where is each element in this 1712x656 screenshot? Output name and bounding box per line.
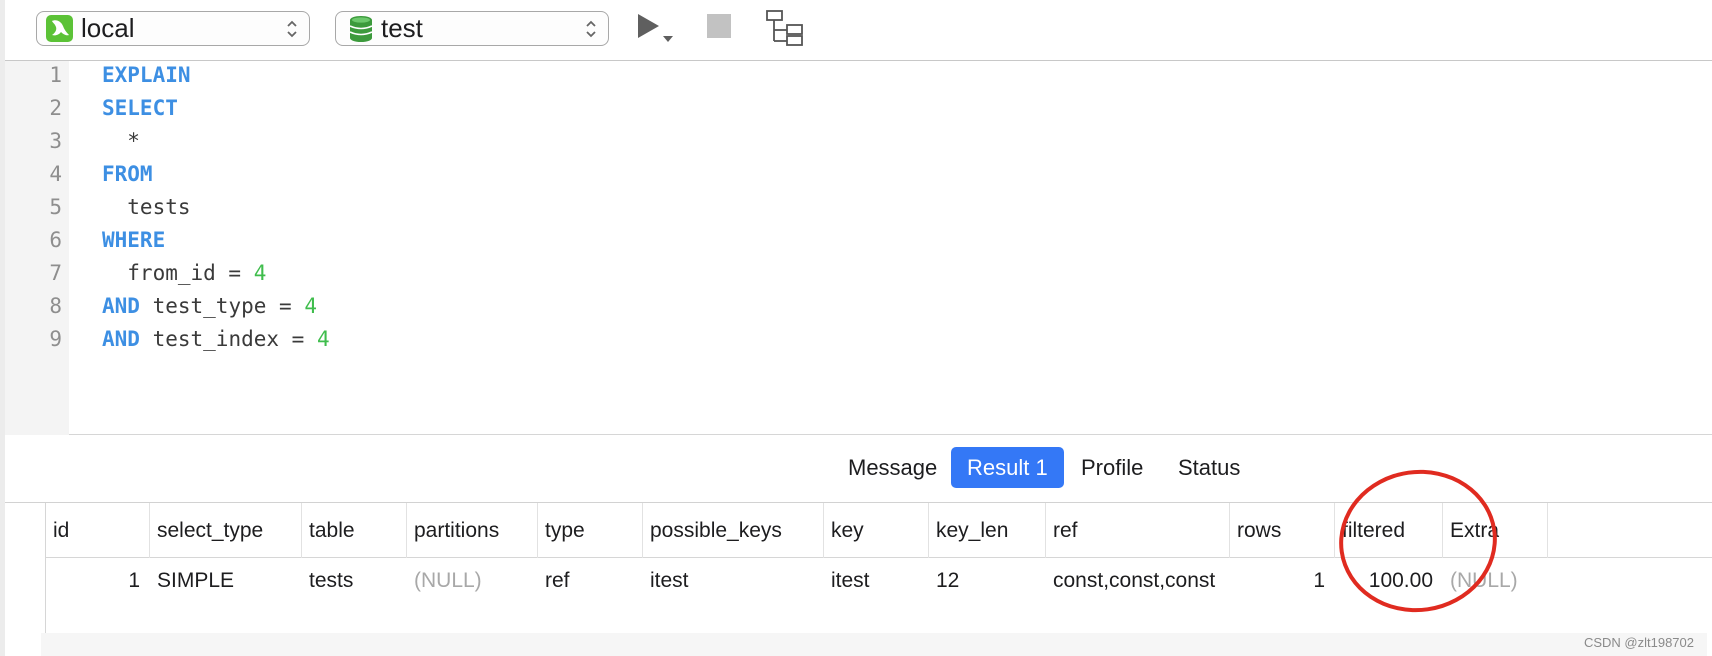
line-number: 5 bbox=[49, 195, 62, 219]
cell-id[interactable]: 1 bbox=[128, 569, 140, 592]
line-number: 9 bbox=[49, 327, 62, 351]
toolbar: local test bbox=[5, 0, 1712, 61]
select-chevrons-icon bbox=[586, 20, 596, 38]
sql-keyword: FROM bbox=[102, 162, 153, 186]
sql-keyword: SELECT bbox=[102, 96, 178, 120]
code-text: AND test_type = 4 bbox=[102, 288, 317, 324]
table-row[interactable]: 1 SIMPLE tests (NULL) ref itest itest 12… bbox=[46, 558, 1712, 604]
column-header-select-type[interactable]: select_type bbox=[150, 503, 302, 558]
result-tabbar: Message Result 1 Profile Status bbox=[5, 435, 1712, 503]
play-icon bbox=[638, 14, 673, 42]
cell-filtered[interactable]: 100.00 bbox=[1368, 569, 1433, 592]
database-label: test bbox=[381, 13, 423, 43]
sql-text: from_id = bbox=[102, 261, 254, 285]
sql-keyword: AND bbox=[102, 327, 140, 351]
code-text: * bbox=[102, 123, 140, 159]
select-chevrons-icon bbox=[287, 20, 297, 38]
watermark: CSDN @zlt198702 bbox=[1583, 635, 1694, 650]
sql-number: 4 bbox=[253, 261, 267, 285]
column-header-rows[interactable]: rows bbox=[1230, 503, 1335, 558]
line-number: 1 bbox=[49, 63, 62, 87]
column-header-key[interactable]: key bbox=[824, 503, 929, 558]
column-header-ref[interactable]: ref bbox=[1046, 503, 1230, 558]
line-number: 4 bbox=[49, 162, 62, 186]
sql-keyword: AND bbox=[102, 294, 140, 318]
left-edge-strip bbox=[0, 0, 5, 656]
tree-icon bbox=[766, 10, 803, 46]
code-text: from_id = 4 bbox=[102, 255, 266, 291]
tab-result-1[interactable]: Result 1 bbox=[951, 447, 1064, 488]
code-text: WHERE bbox=[102, 222, 165, 258]
cell-type[interactable]: ref bbox=[545, 569, 570, 592]
run-button[interactable] bbox=[635, 8, 677, 53]
cell-ref[interactable]: const,const,const bbox=[1053, 569, 1216, 592]
code-text: tests bbox=[102, 189, 191, 225]
code-line[interactable]: 8 AND test_type = 4 bbox=[5, 288, 1705, 324]
column-header-type[interactable]: type bbox=[538, 503, 643, 558]
sql-text: test_type = bbox=[139, 294, 305, 318]
code-line[interactable]: 2 SELECT bbox=[5, 90, 1705, 126]
sql-number: 4 bbox=[316, 327, 330, 351]
line-number: 3 bbox=[49, 129, 62, 153]
cell-table[interactable]: tests bbox=[309, 569, 354, 592]
explain-tree-button[interactable] bbox=[766, 10, 804, 51]
column-header-partitions[interactable]: partitions bbox=[407, 503, 538, 558]
result-grid: id select_type table partitions type pos… bbox=[5, 503, 1712, 656]
line-number-gutter bbox=[5, 61, 69, 435]
sql-text: tests bbox=[102, 195, 191, 219]
code-text: FROM bbox=[102, 156, 153, 192]
tab-message[interactable]: Message bbox=[848, 455, 938, 480]
tab-profile[interactable]: Profile bbox=[1081, 455, 1144, 480]
code-line[interactable]: 5 tests bbox=[5, 189, 1705, 225]
cell-partitions[interactable]: (NULL) bbox=[414, 569, 482, 592]
code-text: AND test_index = 4 bbox=[102, 321, 330, 357]
code-line[interactable]: 6 WHERE bbox=[5, 222, 1705, 258]
sql-keyword: EXPLAIN bbox=[102, 63, 191, 87]
code-line[interactable]: 1 EXPLAIN bbox=[5, 57, 1705, 93]
cell-rows[interactable]: 1 bbox=[1313, 569, 1325, 592]
cell-key-len[interactable]: 12 bbox=[936, 569, 960, 592]
line-number: 6 bbox=[49, 228, 62, 252]
cell-key[interactable]: itest bbox=[831, 569, 870, 592]
sql-number: 4 bbox=[304, 294, 317, 318]
code-text: SELECT bbox=[102, 90, 178, 126]
sql-keyword: WHERE bbox=[102, 228, 166, 252]
connection-select[interactable]: local bbox=[36, 11, 310, 46]
sql-text: test_index = bbox=[139, 327, 317, 351]
stop-button[interactable] bbox=[707, 14, 731, 43]
cell-possible-keys[interactable]: itest bbox=[650, 569, 689, 592]
grid-empty-area bbox=[41, 633, 1707, 656]
row-header-column bbox=[5, 503, 46, 656]
column-header-filtered[interactable]: filtered bbox=[1335, 503, 1443, 558]
column-header-id[interactable]: id bbox=[46, 503, 150, 558]
database-icon bbox=[349, 15, 373, 42]
code-line[interactable]: 4 FROM bbox=[5, 156, 1705, 192]
cell-select-type[interactable]: SIMPLE bbox=[157, 569, 235, 592]
line-number: 8 bbox=[49, 294, 62, 318]
code-line[interactable]: 9 AND test_index = 4 bbox=[5, 321, 1705, 357]
tab-status[interactable]: Status bbox=[1178, 455, 1241, 480]
column-header-possible-keys[interactable]: possible_keys bbox=[643, 503, 824, 558]
database-select[interactable]: test bbox=[335, 11, 609, 46]
column-header-extra[interactable]: Extra bbox=[1443, 503, 1548, 558]
line-number: 7 bbox=[49, 261, 62, 285]
column-header-table[interactable]: table bbox=[302, 503, 407, 558]
sql-editor[interactable]: 1 EXPLAIN 2 SELECT 3 * 4 FROM 5 tests 6 WHERE 7 fr… bbox=[5, 61, 1712, 435]
grid-header-row: id select_type table partitions type pos… bbox=[46, 503, 1712, 558]
stop-icon bbox=[707, 14, 731, 38]
column-header-key-len[interactable]: key_len bbox=[929, 503, 1046, 558]
code-line[interactable]: 7 from_id = 4 bbox=[5, 255, 1705, 291]
mysql-connection-icon bbox=[46, 15, 73, 42]
code-text: EXPLAIN bbox=[102, 57, 191, 93]
cell-extra[interactable]: (NULL) bbox=[1450, 569, 1518, 592]
code-line[interactable]: 3 * bbox=[5, 123, 1705, 159]
connection-label: local bbox=[81, 13, 135, 43]
sql-text: * bbox=[102, 129, 140, 153]
line-number: 2 bbox=[49, 96, 62, 120]
